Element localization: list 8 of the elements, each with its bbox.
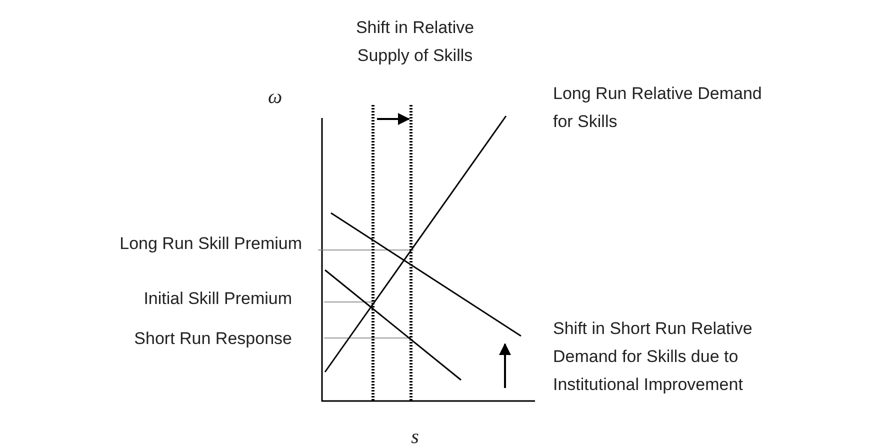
axis-label: ω (268, 85, 284, 110)
axis-label: s (410, 425, 420, 448)
annotation-label: Long Run Relative Demand for Skills (553, 83, 763, 133)
annotation-label: Shift in Short Run Relative Demand for Skills due to Institutional Improvement (553, 318, 754, 396)
annotation-label: Initial Skill Premium (142, 288, 292, 310)
annotation-label: Shift in Relative Supply of Skills (354, 17, 476, 67)
annotation-label: Long Run Skill Premium (118, 233, 302, 255)
annotation-label: Short Run Response (133, 328, 292, 350)
